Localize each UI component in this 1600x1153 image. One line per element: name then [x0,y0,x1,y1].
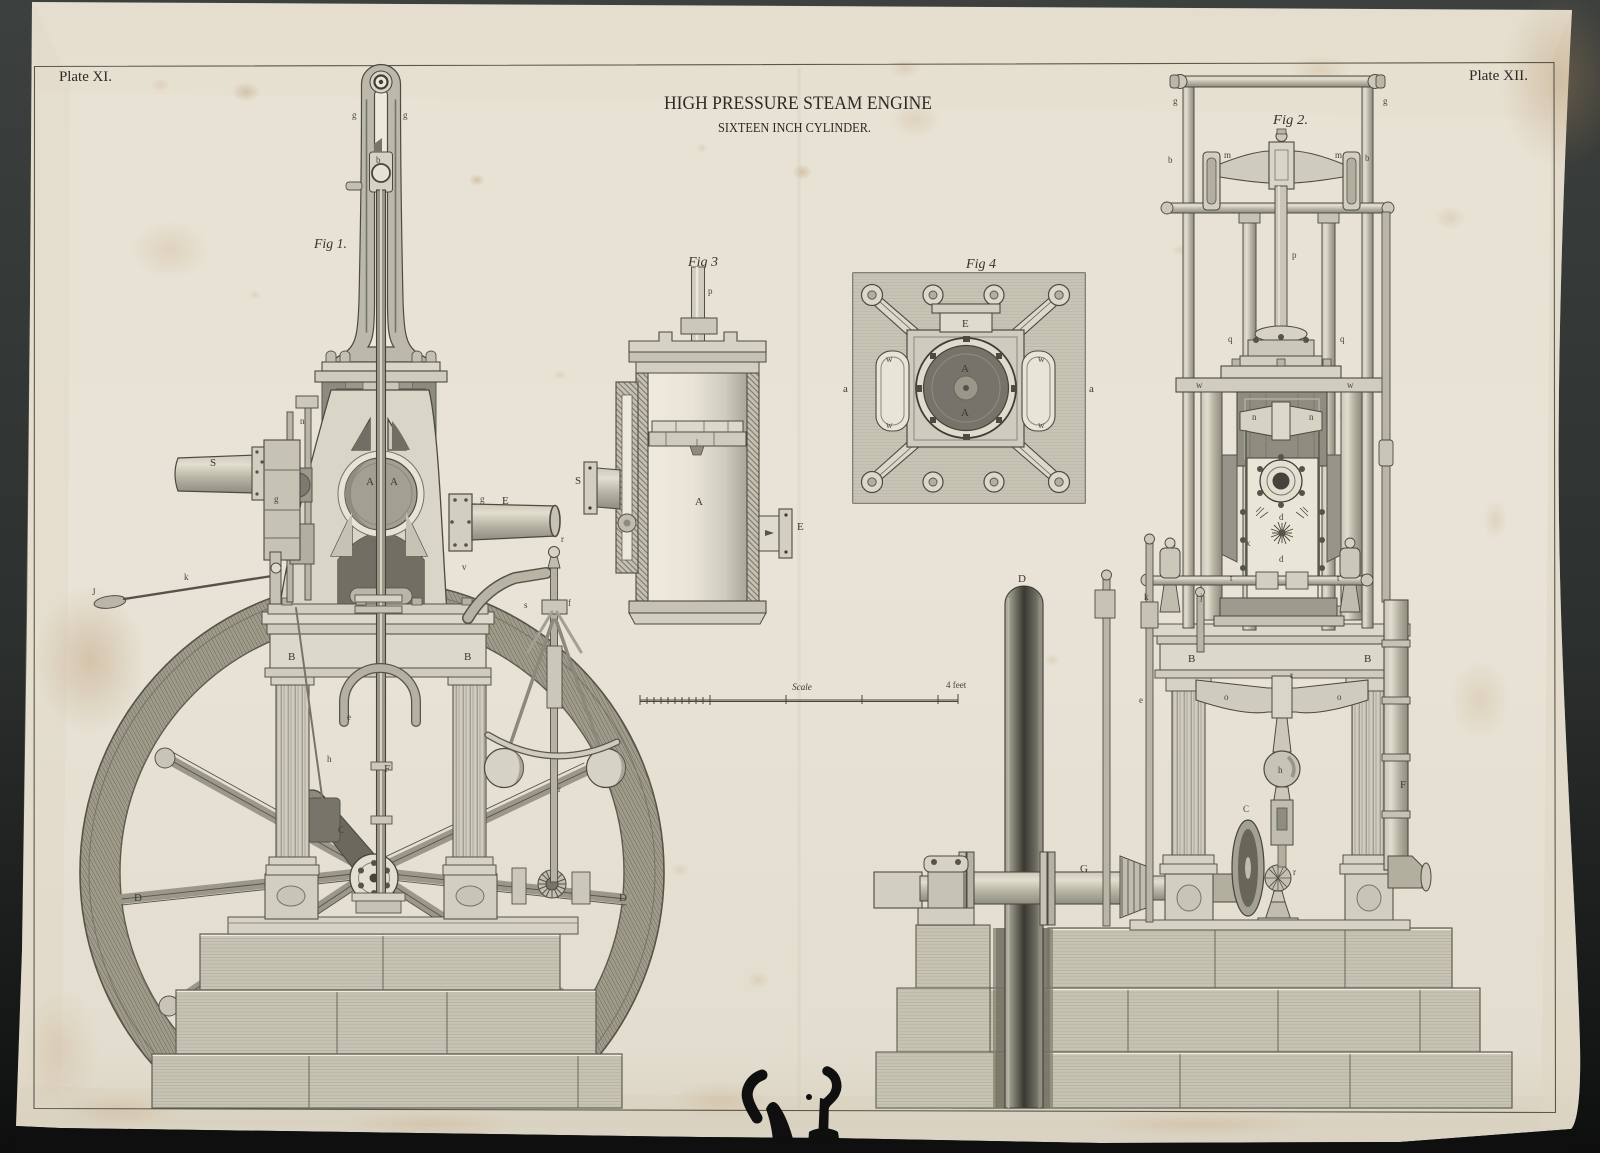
svg-text:Scale: Scale [792,682,812,692]
svg-text:w: w [1347,380,1354,390]
svg-text:Fig 2.: Fig 2. [1272,113,1308,128]
svg-text:e: e [347,712,351,722]
svg-text:B: B [288,651,295,663]
svg-text:SIXTEEN INCH CYLINDER.: SIXTEEN INCH CYLINDER. [718,121,871,136]
svg-text:Fig 3: Fig 3 [687,255,718,270]
svg-text:q: q [1228,334,1233,344]
svg-text:w: w [1196,380,1203,390]
svg-text:g: g [1173,96,1178,106]
svg-text:t: t [1230,573,1233,583]
svg-text:4 feet: 4 feet [946,680,967,690]
svg-text:D: D [1018,573,1026,585]
svg-text:g: g [1383,96,1388,106]
svg-text:J: J [92,587,96,597]
svg-text:a: a [843,383,848,395]
svg-text:C: C [338,825,344,835]
svg-text:n: n [300,416,305,426]
svg-text:w: w [886,354,893,364]
svg-text:HIGH PRESSURE STEAM ENGINE: HIGH PRESSURE STEAM ENGINE [664,94,932,114]
svg-text:A: A [695,496,703,508]
svg-text:f: f [568,598,571,608]
svg-text:Fig 4: Fig 4 [965,257,996,272]
svg-text:w: w [886,420,893,430]
svg-text:g: g [480,494,485,504]
svg-text:n: n [1252,412,1257,422]
svg-text:k: k [184,572,189,582]
svg-text:p: p [1292,250,1297,260]
svg-text:B: B [1188,653,1195,665]
svg-text:h: h [1278,765,1283,775]
svg-text:S: S [575,475,581,487]
svg-text:G: G [1080,863,1088,875]
svg-text:w: w [1038,420,1045,430]
svg-text:E: E [962,318,969,330]
svg-text:a: a [1089,383,1094,395]
svg-text:B: B [1364,653,1371,665]
svg-text:Fig 1.: Fig 1. [313,237,347,252]
svg-text:F: F [384,763,390,775]
svg-text:d: d [1279,554,1284,564]
svg-text:F: F [1400,779,1406,791]
svg-text:D: D [134,892,142,904]
svg-text:D: D [619,892,627,904]
svg-text:A: A [961,407,969,419]
svg-text:k: k [1144,592,1149,602]
svg-text:s: s [524,600,528,610]
svg-text:v: v [462,562,467,572]
svg-text:g: g [403,110,408,120]
svg-text:E: E [797,521,804,533]
svg-text:C: C [1243,804,1249,814]
svg-text:x: x [1246,538,1251,548]
svg-text:A: A [961,363,969,375]
svg-text:b: b [376,155,381,165]
svg-text:B: B [464,651,471,663]
svg-text:Plate XI.: Plate XI. [59,69,112,85]
svg-text:j: j [1199,592,1203,602]
svg-text:A: A [390,476,398,488]
svg-text:b: b [1365,153,1370,163]
svg-text:q: q [1340,334,1345,344]
svg-text:o: o [1224,692,1229,702]
svg-text:o: o [1337,692,1342,702]
svg-text:E: E [502,495,509,507]
svg-text:g: g [274,494,279,504]
svg-text:b: b [1168,155,1173,165]
svg-text:m: m [1335,150,1342,160]
svg-text:r: r [1290,670,1293,680]
svg-text:p: p [708,286,713,296]
svg-text:w: w [1038,354,1045,364]
svg-text:S: S [210,457,216,469]
svg-text:g: g [352,110,357,120]
svg-text:d: d [1279,512,1284,522]
svg-text:Plate XII.: Plate XII. [1469,68,1528,84]
svg-text:r: r [558,784,561,794]
svg-text:r: r [561,534,564,544]
svg-text:h: h [327,754,332,764]
svg-text:A: A [366,476,374,488]
svg-text:n: n [1309,412,1314,422]
svg-text:e: e [1139,695,1143,705]
svg-text:m: m [1224,150,1231,160]
svg-text:r: r [1293,867,1296,877]
svg-text:t: t [1337,573,1340,583]
